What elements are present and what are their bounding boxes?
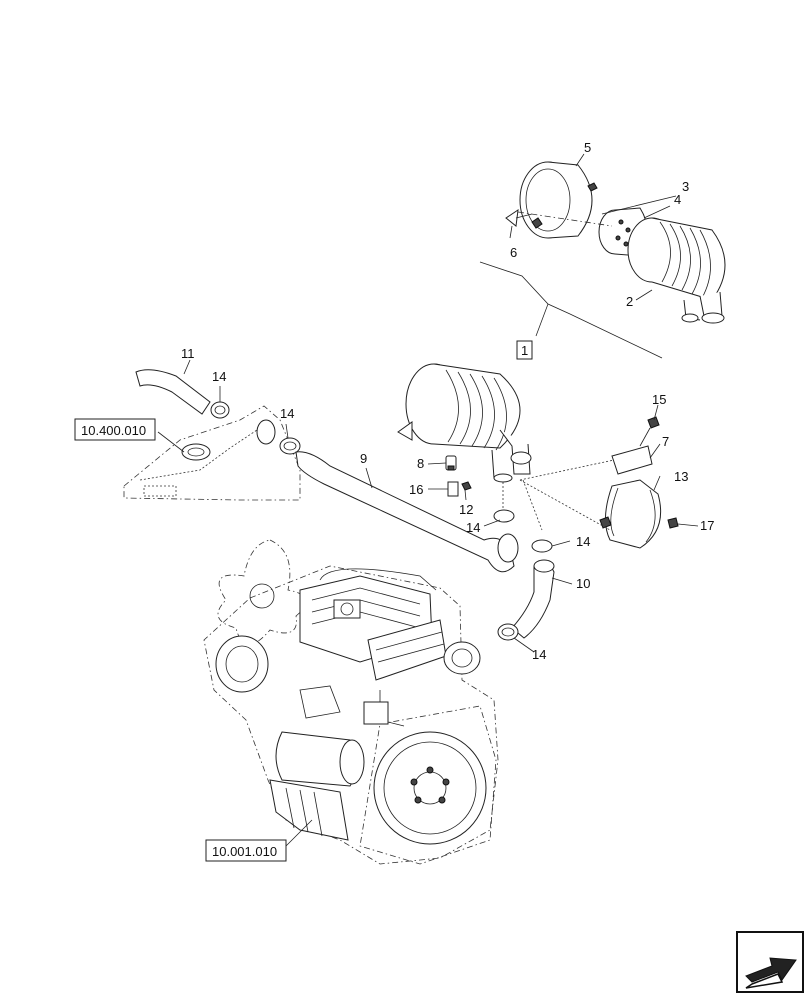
callout-8: 8 bbox=[417, 456, 424, 471]
fitting-12 bbox=[461, 481, 472, 491]
air-filter-assembly bbox=[397, 363, 532, 483]
callout-9: 9 bbox=[360, 451, 367, 466]
callout-14-c: 14 bbox=[466, 520, 480, 535]
assembly-bracket bbox=[479, 261, 663, 359]
callout-14-a: 14 bbox=[212, 369, 226, 384]
ref-radiator-text: 10.400.010 bbox=[81, 423, 146, 438]
air-filter-exploded bbox=[505, 161, 726, 324]
callout-1: 1 bbox=[521, 343, 528, 358]
callout-14-b: 14 bbox=[280, 406, 294, 421]
callout-15: 15 bbox=[652, 392, 666, 407]
callout-6: 6 bbox=[510, 245, 517, 260]
clamp-14-a bbox=[210, 401, 230, 419]
radiator-outline bbox=[123, 405, 301, 501]
hose-11 bbox=[135, 369, 211, 415]
leader-lines bbox=[157, 153, 699, 847]
callout-12: 12 bbox=[459, 502, 473, 517]
bolt-17 bbox=[667, 517, 679, 529]
ref-engine-text: 10.001.010 bbox=[212, 844, 277, 859]
callout-5: 5 bbox=[584, 140, 591, 155]
callout-labels: 5 3 4 6 2 1 11 14 14 9 8 16 12 14 14 10 … bbox=[181, 140, 714, 662]
callout-10: 10 bbox=[576, 576, 590, 591]
callout-14-e: 14 bbox=[532, 647, 546, 662]
callout-17: 17 bbox=[700, 518, 714, 533]
callout-4: 4 bbox=[674, 192, 681, 207]
callout-1-box bbox=[516, 340, 533, 360]
callout-3: 3 bbox=[682, 179, 689, 194]
clamp-14-c bbox=[493, 509, 515, 523]
clamp-14-d bbox=[531, 539, 553, 553]
clamp-14-b bbox=[279, 437, 301, 455]
callout-2: 2 bbox=[626, 294, 633, 309]
fitting-16 bbox=[447, 481, 459, 497]
band-13 bbox=[605, 479, 662, 549]
hose-9 bbox=[295, 451, 515, 573]
clamp-14-e bbox=[497, 623, 519, 641]
callout-14-d: 14 bbox=[576, 534, 590, 549]
engine-block bbox=[203, 539, 499, 865]
bracket-7 bbox=[611, 445, 653, 475]
callout-13: 13 bbox=[674, 469, 688, 484]
bolt-15 bbox=[647, 416, 660, 429]
ref-radiator[interactable]: 10.400.010 bbox=[74, 418, 156, 441]
callout-16: 16 bbox=[409, 482, 423, 497]
next-page-arrow-icon[interactable] bbox=[736, 931, 804, 993]
callout-11: 11 bbox=[181, 346, 195, 361]
hose-10 bbox=[511, 562, 555, 639]
ref-engine[interactable]: 10.001.010 bbox=[205, 839, 287, 862]
callout-7: 7 bbox=[662, 434, 669, 449]
